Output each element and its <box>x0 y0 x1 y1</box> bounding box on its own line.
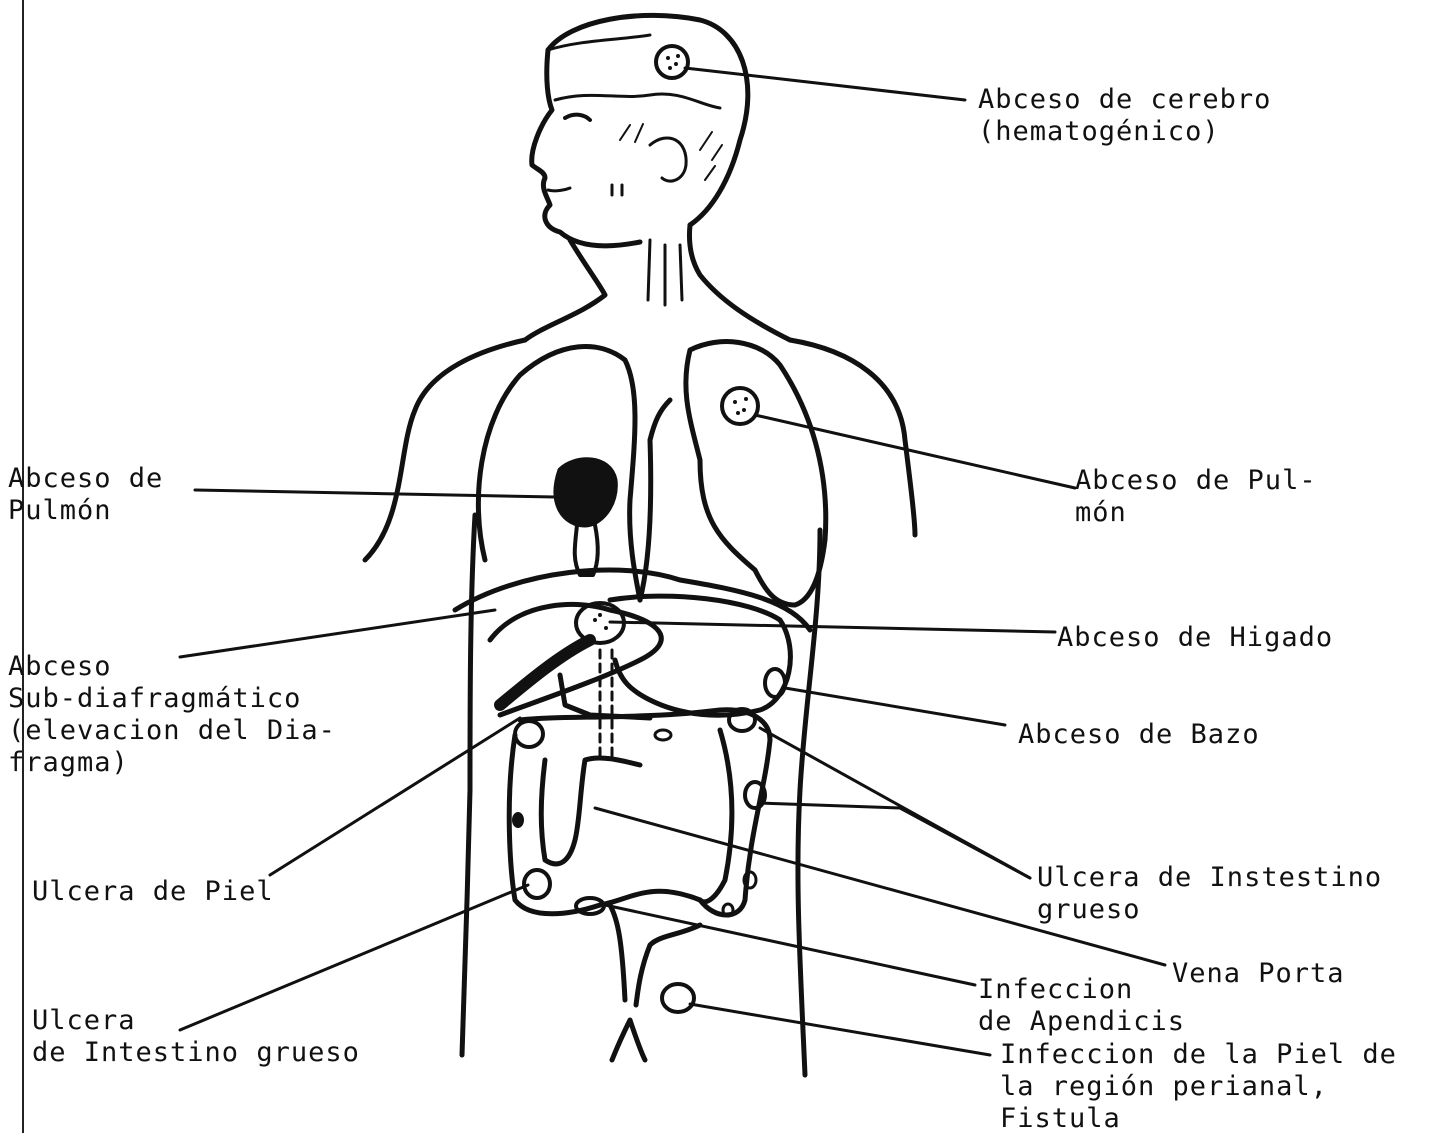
label-line: Abceso de Bazo <box>1018 719 1260 751</box>
label-line: Infeccion de la Piel de <box>1000 1039 1397 1071</box>
lung-abscess-left-marker <box>556 460 615 575</box>
label-line: món <box>1075 497 1317 529</box>
label-line: Abceso <box>8 651 336 683</box>
label-line: Abceso de Higado <box>1057 622 1333 654</box>
label-line: de Intestino grueso <box>32 1037 360 1069</box>
label-line: Vena Porta <box>1172 958 1345 990</box>
pelvis-outline <box>610 905 700 1060</box>
label-liver-abscess: Abceso de Higado <box>1057 622 1333 654</box>
label-line: de Apendicis <box>978 1006 1185 1038</box>
label-line: Ulcera de Piel <box>32 876 274 908</box>
label-line: Infeccion <box>978 974 1185 1006</box>
label-line: Ulcera de Instestino <box>1037 862 1382 894</box>
label-spleen-abscess: Abceso de Bazo <box>1018 719 1260 751</box>
label-colon-ulcer-left: Ulcera de Intestino grueso <box>32 1005 360 1069</box>
label-line: (elevacion del Dia- <box>8 715 336 747</box>
leader-lines <box>180 68 1165 1055</box>
label-line: la región perianal, <box>1000 1071 1397 1103</box>
label-skin-ulcer: Ulcera de Piel <box>32 876 274 908</box>
label-line: Abceso de <box>8 463 163 495</box>
label-colon-ulcer-right: Ulcera de Instestino grueso <box>1037 862 1382 926</box>
label-line: Ulcera <box>32 1005 360 1037</box>
lung-abscess-right-marker <box>722 388 758 424</box>
lungs-outline <box>478 342 825 605</box>
label-appendix-infection: Infeccion de Apendicis <box>978 974 1185 1038</box>
label-line: fragma) <box>8 747 336 779</box>
label-line: Sub-diafragmático <box>8 683 336 715</box>
neck-shoulders-outline <box>365 225 915 560</box>
label-line: (hematogénico) <box>978 116 1271 148</box>
label-line: Abceso de cerebro <box>978 84 1271 116</box>
label-perianal-infection: Infeccion de la Piel de la región perian… <box>1000 1039 1397 1135</box>
label-lung-abscess-right: Abceso de Pul- món <box>1075 465 1317 529</box>
label-line: Fistula <box>1000 1103 1397 1135</box>
label-brain-abscess: Abceso de cerebro (hematogénico) <box>978 84 1271 148</box>
spleen-abscess-marker <box>765 669 785 697</box>
head-outline <box>532 15 748 245</box>
label-lung-abscess-left: Abceso de Pulmón <box>8 463 163 527</box>
label-line: Abceso de Pul- <box>1075 465 1317 497</box>
label-portal-vein: Vena Porta <box>1172 958 1345 990</box>
brain-abscess-marker <box>656 46 688 78</box>
colon-ulcer-markers <box>515 709 765 914</box>
label-subdiaphragm-abscess: Abceso Sub-diafragmático (elevacion del … <box>8 651 336 779</box>
label-line: Pulmón <box>8 495 163 527</box>
label-line: grueso <box>1037 894 1382 926</box>
